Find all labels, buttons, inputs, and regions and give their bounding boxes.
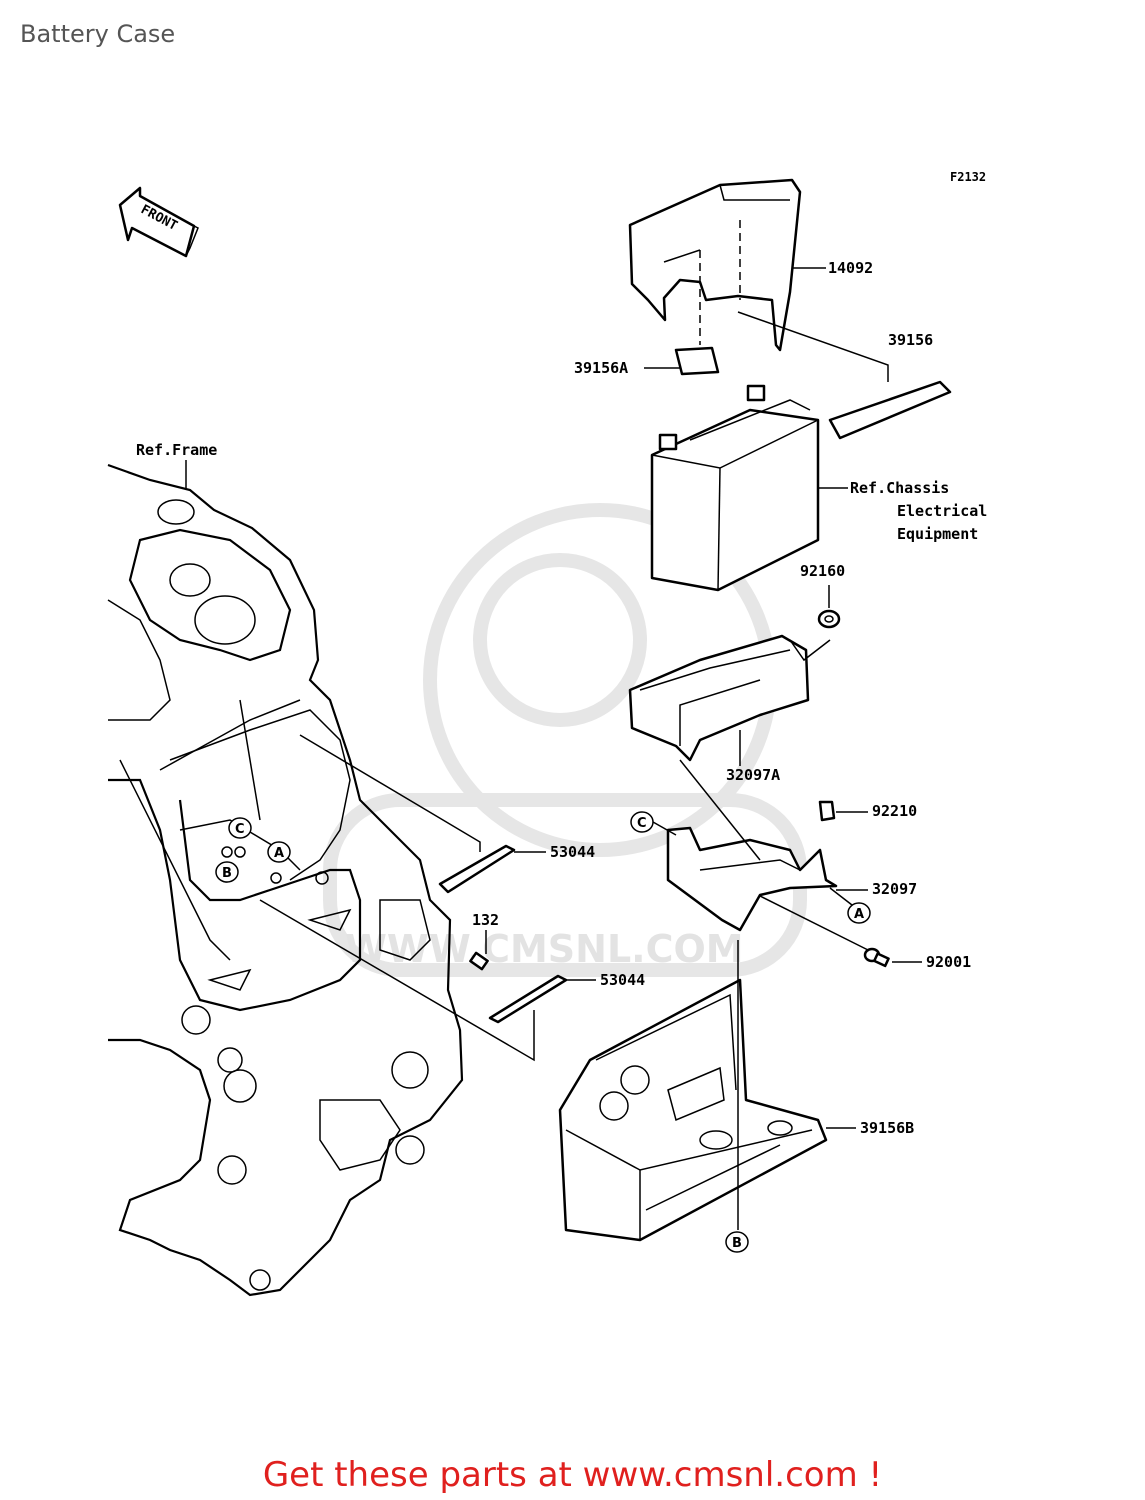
marker-a-left: A [267, 841, 291, 863]
front-arrow-icon: FRONT [118, 186, 199, 258]
callout-ref-frame: Ref.Frame [136, 441, 217, 459]
part-132-bolt [469, 951, 489, 971]
callout-32097: 32097 [872, 880, 917, 898]
part-92160-grommet [817, 609, 841, 629]
callout-14092: 14092 [828, 259, 873, 277]
callout-32097a: 32097A [726, 766, 780, 784]
svg-text:A: A [854, 907, 864, 922]
svg-text:B: B [732, 1236, 742, 1251]
watermark-text: WWW.CMSNL.COM [345, 927, 744, 971]
callout-39156: 39156 [888, 331, 933, 349]
part-53044-upper [438, 844, 516, 894]
callout-ref-chassis-2: Electrical [897, 502, 987, 520]
footer-link[interactable]: Get these parts at www.cmsnl.com ! [262, 1455, 883, 1495]
part-32097-bracket [666, 759, 838, 932]
marker-c-right: C [630, 811, 654, 833]
marker-c-left: C [228, 817, 252, 839]
part-39156a-pad [674, 346, 720, 376]
part-39156-pad [828, 380, 952, 440]
callout-132: 132 [472, 911, 499, 929]
battery [650, 384, 820, 592]
callout-ref-chassis-1: Ref.Chassis [850, 479, 949, 497]
page-title: Battery Case [20, 20, 176, 48]
marker-a-right: A [847, 902, 871, 924]
part-14092-cover [628, 178, 802, 352]
callout-39156b: 39156B [860, 1119, 914, 1137]
svg-text:C: C [637, 816, 647, 831]
part-32097a-tray [628, 634, 831, 762]
callout-53044-upper: 53044 [550, 843, 595, 861]
figure-code: F2132 [950, 170, 986, 184]
callout-92001: 92001 [926, 953, 971, 971]
part-53044-lower [488, 974, 568, 1024]
frame-drawing [107, 463, 464, 1297]
callout-39156a: 39156A [574, 359, 628, 377]
marker-b-left: B [215, 861, 239, 883]
callout-ref-chassis-3: Equipment [897, 525, 978, 543]
callout-53044-lower: 53044 [600, 971, 645, 989]
callout-92160: 92160 [800, 562, 845, 580]
part-92210-clip [818, 800, 836, 822]
part-92001-bolt [863, 947, 890, 968]
svg-text:B: B [222, 866, 232, 881]
svg-text:C: C [235, 822, 245, 837]
callout-92210: 92210 [872, 802, 917, 820]
svg-text:A: A [274, 846, 284, 861]
part-39156b-pad [558, 978, 828, 1242]
marker-b-bottom: B [725, 1231, 749, 1253]
